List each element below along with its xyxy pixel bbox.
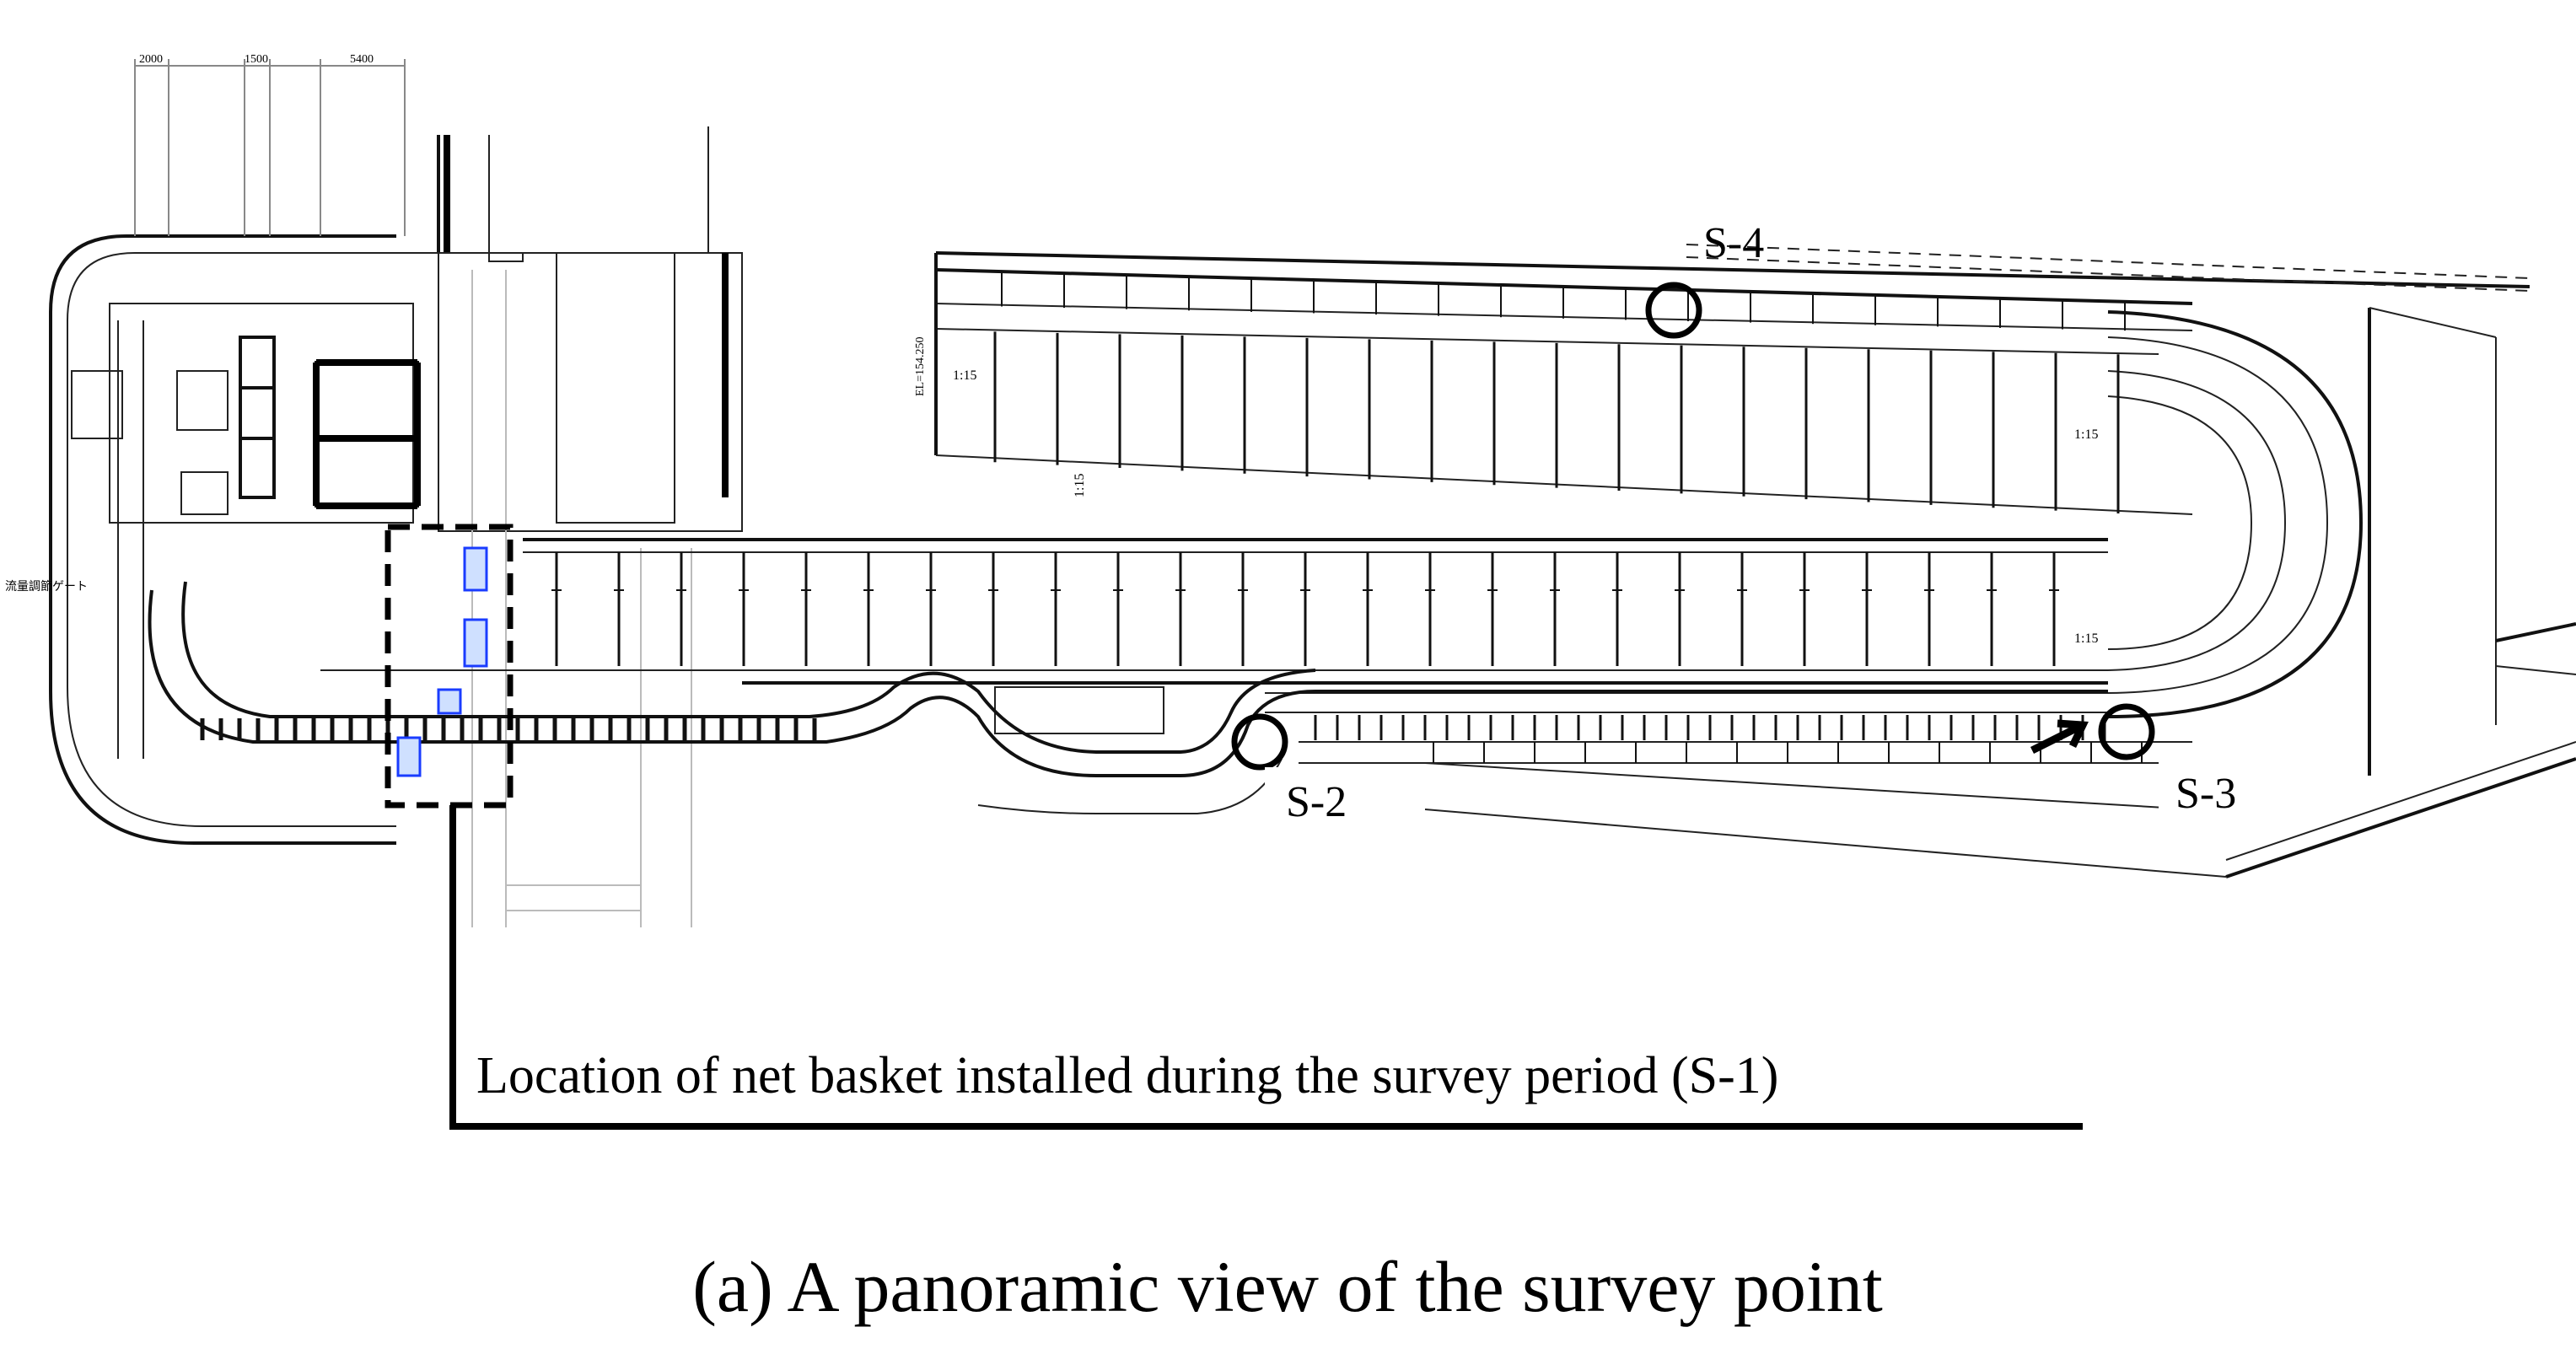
survey-point-s3: S-3	[2030, 703, 2268, 818]
mid-channel-walls	[551, 552, 2059, 666]
slope-label: 1:15	[2074, 427, 2098, 442]
survey-point-s4: S-4	[1645, 219, 1764, 339]
slope-label: 1:15	[2074, 631, 2098, 646]
elevation-label: EL=154.250	[914, 337, 927, 397]
net-basket	[437, 688, 462, 715]
point-label-s3: S-3	[2175, 770, 2236, 818]
slope-label: 1:15	[1073, 474, 1087, 497]
slope-labels: 1:15 1:15 1:15 1:15 EL=154.250	[914, 337, 2098, 647]
net-basket	[396, 736, 422, 777]
figure-caption: (a) A panoramic view of the survey point	[692, 1246, 1883, 1327]
side-label: 流量調節ゲート	[5, 579, 88, 594]
s1-dashed-box	[385, 524, 514, 809]
net-basket	[463, 546, 488, 592]
dimension-label: 2000	[139, 53, 163, 66]
s1-annotation: Location of net basket installed during …	[476, 1047, 1778, 1104]
s1-leader: Location of net basket installed during …	[449, 805, 2083, 1130]
point-label-s2: S-2	[1286, 778, 1347, 826]
dimension-lines: 2000 1500 5400	[134, 53, 406, 236]
dimension-label: 1500	[245, 53, 268, 66]
outer-wall	[49, 234, 396, 845]
dimension-label: 5400	[350, 53, 374, 66]
s1-net-basket-area	[385, 524, 514, 809]
lower-channel-steps	[200, 715, 2143, 763]
net-basket	[463, 618, 488, 668]
stair-building	[396, 126, 743, 927]
point-label-s4: S-4	[1703, 219, 1764, 267]
slope-label: 1:15	[953, 368, 976, 383]
survey-point-s2: S-2	[1231, 713, 1374, 826]
control-building: 流量調節ゲート	[5, 303, 421, 594]
upper-channel-walls	[993, 271, 2126, 513]
